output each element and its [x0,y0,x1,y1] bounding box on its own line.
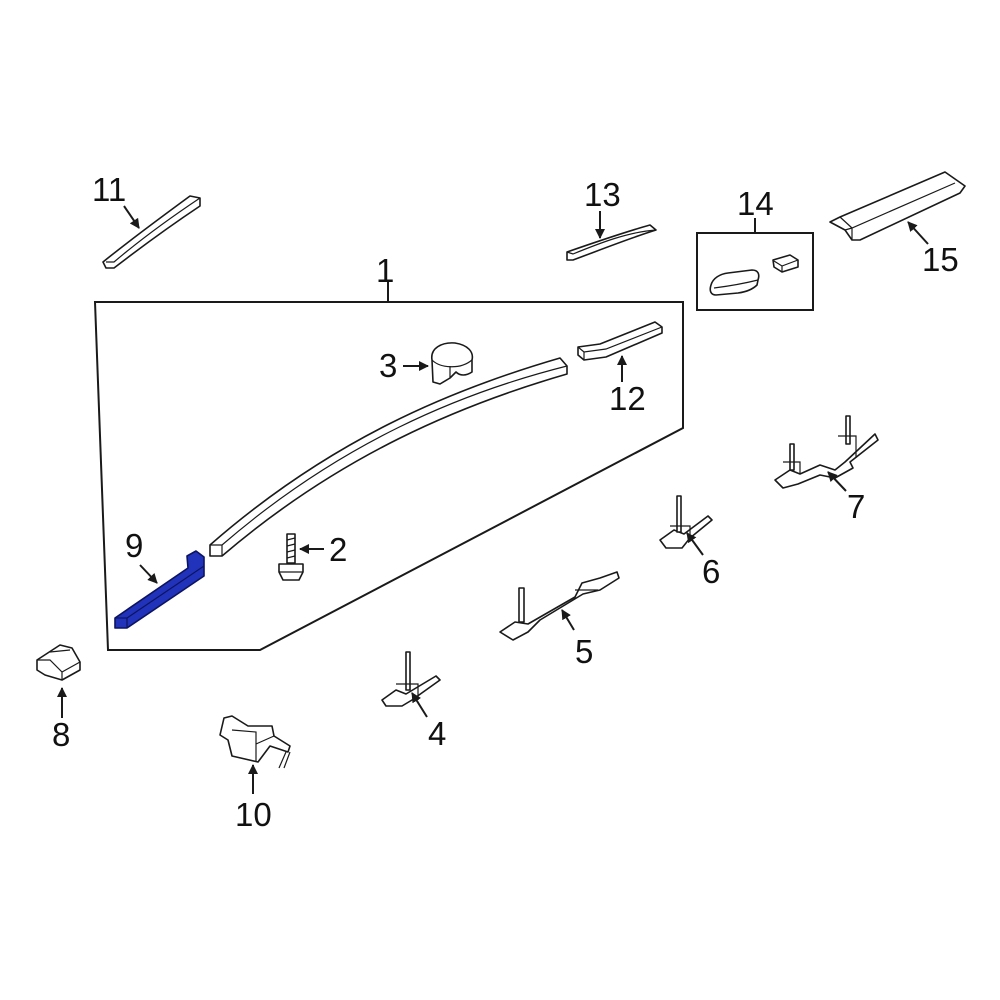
kit-clip-small-14[interactable] [772,254,799,273]
callout-1[interactable]: 1 [376,252,394,289]
trim-piece-12[interactable] [577,321,663,361]
callout-5[interactable]: 5 [575,633,593,670]
callout-2[interactable]: 2 [329,531,347,568]
clip-8[interactable] [36,644,81,681]
front-end-piece-9[interactable] [114,550,205,629]
callout-4[interactable]: 4 [428,715,446,752]
callout-9[interactable]: 9 [125,527,143,564]
leader-5 [561,609,575,631]
callout-15[interactable]: 15 [922,241,959,278]
callout-8[interactable]: 8 [52,716,70,753]
callout-3[interactable]: 3 [379,347,397,384]
channel-strip-15[interactable] [829,171,966,241]
bolt-2[interactable] [278,533,304,581]
bracket-7[interactable] [774,415,879,489]
roof-rail-moulding[interactable] [209,357,568,557]
leader-7 [827,471,847,492]
bracket-6[interactable] [659,495,713,549]
cover-strip-13[interactable] [566,224,657,261]
callout-7[interactable]: 7 [847,488,865,525]
kit-clip-large-14[interactable] [709,269,760,296]
leader-15 [907,221,929,245]
callout-6[interactable]: 6 [702,553,720,590]
leader-11 [123,205,140,229]
leader-6 [686,532,704,556]
cover-strip-11[interactable] [102,195,201,269]
callout-12[interactable]: 12 [609,380,646,417]
leader-4 [411,692,428,718]
callout-11[interactable]: 11 [92,171,126,208]
assembly-box-1 [93,301,684,651]
bracket-4[interactable] [381,651,441,707]
callout-13[interactable]: 13 [584,176,621,213]
end-cap-3[interactable] [431,342,474,385]
callout-14[interactable]: 14 [737,185,774,222]
fastener-10[interactable] [219,715,291,769]
bracket-5[interactable] [499,571,620,641]
leader-9 [139,564,158,584]
callout-10[interactable]: 10 [235,796,272,833]
